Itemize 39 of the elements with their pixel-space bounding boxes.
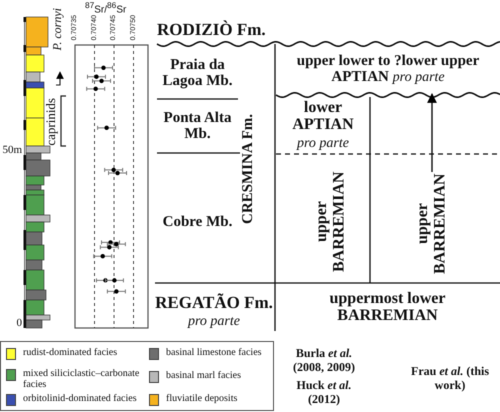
point [94, 74, 99, 79]
cell-text: uppermost lower BARREMIAN [328, 291, 446, 325]
cell-text: Ponta Alta Mb. [162, 111, 232, 143]
cell-text: Praia da Lagoa Mb. [161, 58, 234, 90]
tick-label: 50m [2, 144, 22, 156]
cell-text: Cobre Mb. [162, 215, 232, 231]
legend-text: fluviatile deposits [166, 393, 238, 404]
cell-note: pro parte [188, 315, 240, 330]
tick-label: 0 [16, 316, 22, 329]
point [100, 254, 105, 258]
legend-text: basinal limestone facies [166, 347, 263, 358]
text-label: Burla et al. (2008, 2009) [292, 346, 356, 375]
legend-text: rudist-dominated facies [23, 347, 118, 358]
text-label: Frau et al. (this work) [410, 364, 490, 393]
point [115, 170, 120, 176]
text-label: RODIZIÒ Fm. [157, 20, 267, 40]
cell-text: lower APTIAN [291, 100, 355, 134]
axis-title: $^{87}$Sr/$^{86}$Sr [85, 0, 126, 16]
arrow [427, 93, 437, 172]
cell-text: upper BARREMIAN [414, 174, 450, 274]
text-label: caprinids [44, 98, 58, 146]
point [111, 168, 116, 172]
point [99, 78, 104, 84]
point [107, 245, 112, 250]
text-label: P. cornyi [50, 8, 64, 50]
cell-text: CRESMINA Fm. [240, 114, 256, 224]
text-label: Huck et al. (2012) [295, 378, 352, 407]
point [101, 66, 106, 70]
cell-text: upper BARREMIAN [313, 172, 349, 272]
legend-text: mixed siliciclastic–carbonate facies [23, 368, 140, 390]
cell-text: REGATÃO Fm. [155, 294, 273, 312]
point [93, 86, 98, 92]
point [104, 126, 109, 130]
legend-text: orbitolinid-dominated facies [23, 393, 138, 404]
cell-note: pro parte [297, 136, 349, 152]
point [114, 289, 119, 294]
point [114, 242, 119, 246]
cell-text: upper lower to ?lower upper APTIAN pro parte [296, 54, 480, 86]
legend-text: basinal marl facies [166, 370, 242, 381]
